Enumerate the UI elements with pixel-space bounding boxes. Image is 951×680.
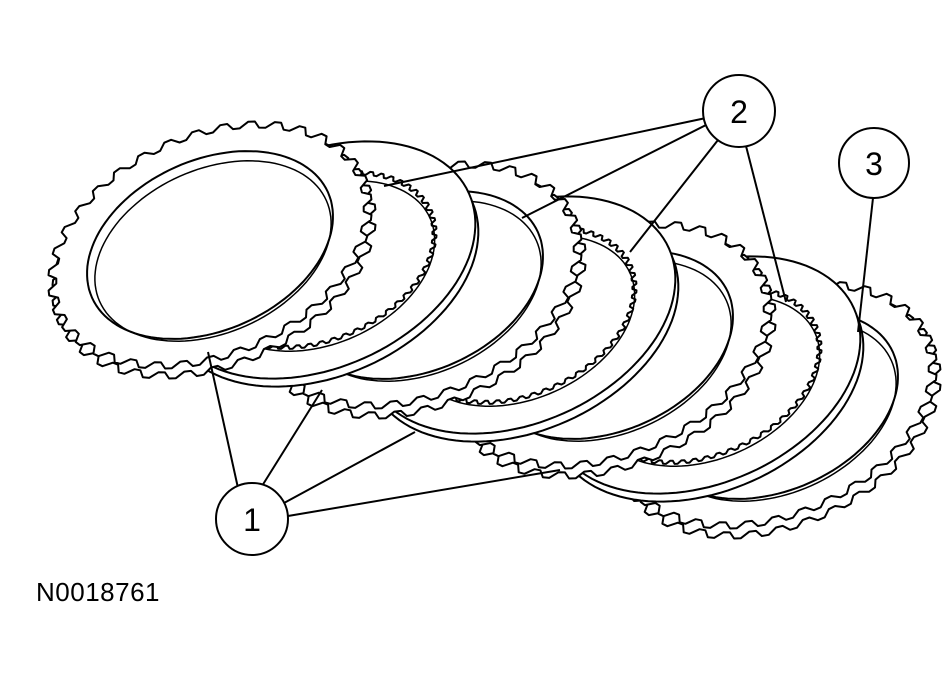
figure-id: N0018761 — [36, 577, 160, 607]
steel-plate — [47, 120, 377, 380]
callout-3: 3 — [838, 127, 910, 199]
leader-lines — [207, 117, 874, 517]
leader-2a — [383, 117, 707, 187]
callout-1-label: 1 — [243, 502, 261, 538]
leader-1a — [207, 351, 239, 489]
leader-2d — [745, 145, 787, 303]
plate-bore — [86, 150, 334, 340]
callout-1: 1 — [215, 482, 289, 556]
leader-1d — [287, 469, 561, 517]
callout-3-label: 3 — [865, 146, 883, 182]
leader-1b — [261, 389, 323, 487]
leader-2b — [521, 123, 709, 219]
callout-2: 2 — [702, 74, 776, 148]
leader-1c — [283, 431, 416, 504]
leader-3 — [857, 197, 874, 333]
leader-2c — [629, 139, 719, 253]
callout-2-label: 2 — [730, 94, 748, 130]
plate-inner-ring — [94, 160, 332, 342]
